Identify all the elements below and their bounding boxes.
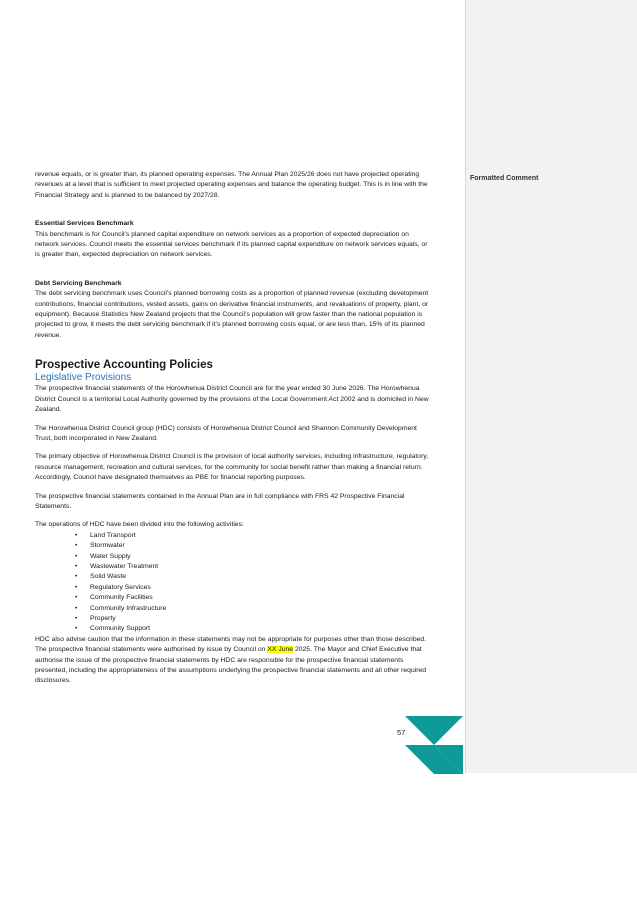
comment-pane-divider [465, 0, 466, 773]
paragraph-compliance: The prospective financial statements con… [35, 492, 405, 510]
debt-servicing-paragraph: The debt servicing benchmark uses Counci… [35, 290, 429, 339]
list-item: Solid Waste [75, 572, 430, 583]
page-number: 57 [397, 728, 406, 737]
activities-list: Land Transport Stormwater Water Supply W… [35, 531, 430, 635]
list-item: Wastewater Treatment [75, 562, 430, 573]
comment-pane [465, 0, 637, 773]
formatted-comment-label: Formatted Comment [470, 175, 539, 182]
list-item: Land Transport [75, 531, 430, 542]
balanced-budget-paragraph: revenue equals, or is greater than, its … [35, 171, 428, 199]
paragraph-activities-intro: The operations of HDC have been divided … [35, 521, 244, 529]
subsection-title: Legislative Provisions [35, 372, 132, 384]
list-item: Community Support [75, 624, 430, 635]
council-triangles-logo-icon [405, 716, 463, 774]
essential-services-paragraph: This benchmark is for Council’s planned … [35, 230, 428, 259]
section-title: Prospective Accounting Policies [35, 359, 213, 372]
document-body: revenue equals, or is greater than, its … [35, 170, 430, 687]
authorisation-paragraph: HDC also advise caution that the informa… [35, 635, 430, 687]
highlighted-date: XX June [267, 646, 294, 654]
authorisation-text-start: HDC also advise caution that the informa… [35, 635, 427, 654]
paragraph-objective: The primary objective of Horowhenua Dist… [35, 453, 429, 482]
debt-servicing-heading: Debt Servicing Benchmark [35, 279, 122, 287]
essential-services-heading: Essential Services Benchmark [35, 220, 134, 228]
list-item: Community Infrastructure [75, 604, 430, 615]
authorisation-text-end: 2025. The Mayor and Chief Executive that… [35, 646, 427, 685]
list-item: Community Facilities [75, 593, 430, 604]
paragraph-group: The Horowhenua District Council group (H… [35, 424, 417, 442]
list-item: Stormwater [75, 541, 430, 552]
paragraph-year-end: The prospective financial statements of … [35, 385, 429, 414]
list-item: Water Supply [75, 552, 430, 563]
list-item: Regulatory Services [75, 583, 430, 594]
list-item: Property [75, 614, 430, 625]
